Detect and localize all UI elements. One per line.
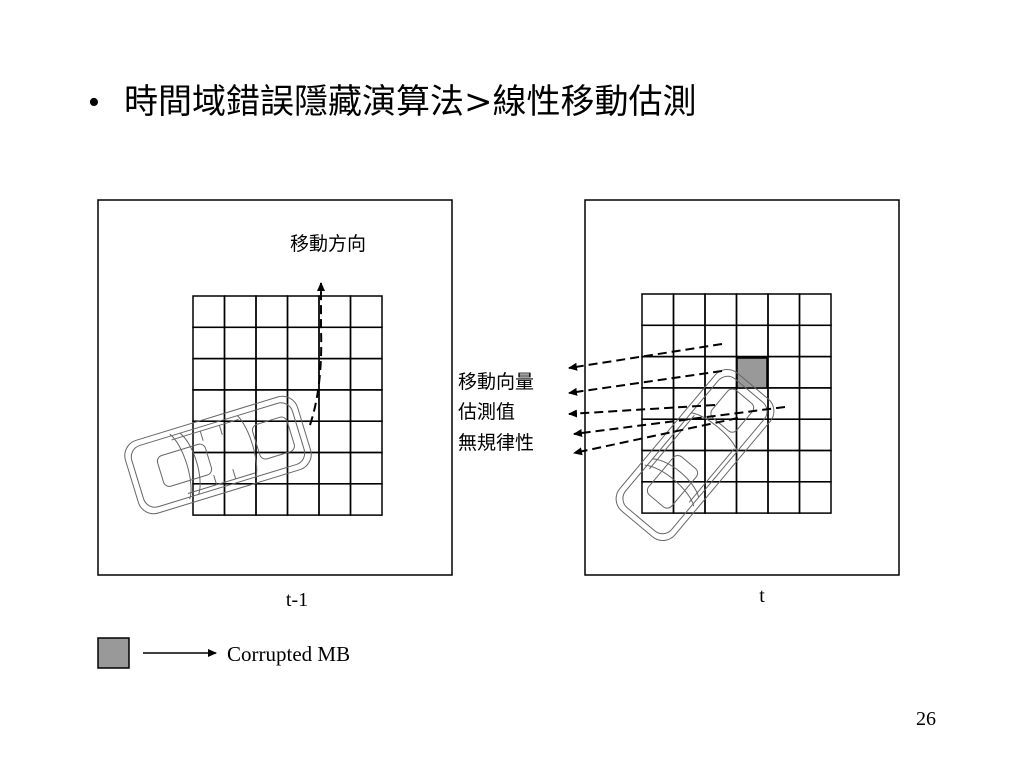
macroblock-cell [798, 449, 832, 483]
macroblock-cell [255, 326, 289, 360]
macroblock-cell [223, 483, 257, 516]
macroblock-cell [223, 326, 257, 360]
legend: Corrupted MB [97, 637, 350, 669]
macroblock-cell [767, 293, 801, 327]
frame-caption-right: t [759, 585, 765, 607]
macroblock-cell [286, 326, 320, 360]
macroblock-cell [349, 389, 383, 422]
macroblock-cell [735, 418, 769, 452]
macroblock-cell [286, 295, 320, 329]
macroblock-cell [192, 295, 226, 329]
macroblock-cell [349, 451, 383, 485]
bullet-marker: • [88, 84, 100, 121]
motion-label-line-3: 無規律性 [458, 432, 534, 454]
macroblock-cell [223, 357, 257, 391]
macroblock-cell [192, 483, 226, 516]
macroblock-cell [349, 295, 383, 329]
macroblock-cell [641, 387, 675, 420]
car-icon-right [615, 368, 775, 542]
motion-vector-arrow-4 [573, 406, 786, 437]
corrupted-macroblock [736, 357, 768, 389]
macroblock-cell [641, 293, 675, 327]
macroblock-cell [767, 418, 801, 452]
macroblock-grid-left [192, 295, 383, 516]
motion-label-line-2: 估測值 [458, 401, 515, 423]
macroblock-cell [704, 481, 738, 514]
macroblock-cell [672, 293, 706, 327]
macroblock-cell [223, 295, 257, 329]
macroblock-cell [767, 324, 801, 358]
macroblock-cell [349, 420, 383, 454]
car-icon-left [124, 395, 312, 515]
macroblock-cell [318, 389, 352, 422]
macroblock-cell [767, 387, 801, 420]
macroblock-cell [641, 355, 675, 389]
macroblock-cell [318, 483, 352, 516]
macroblock-cell [192, 389, 226, 422]
page-number: 26 [916, 708, 936, 730]
macroblock-cell [192, 451, 226, 485]
macroblock-grid-right [641, 293, 832, 514]
macroblock-cell [286, 357, 320, 391]
macroblock-cell [641, 324, 675, 358]
title-text: 時間域錯誤隱藏演算法>線性移動估測 [124, 82, 697, 122]
legend-label: Corrupted MB [227, 642, 350, 666]
macroblock-cell [735, 324, 769, 358]
macroblock-cell [255, 295, 289, 329]
macroblock-cell [318, 451, 352, 485]
frame-t-minus-1: 移動方向 t-1 [97, 199, 453, 611]
direction-label: 移動方向 [290, 233, 366, 255]
macroblock-cell [255, 420, 289, 454]
macroblock-cell [672, 355, 706, 389]
macroblock-cell [349, 357, 383, 391]
motion-label-line-1: 移動向量 [458, 371, 534, 393]
macroblock-cell [223, 451, 257, 485]
macroblock-cell [735, 481, 769, 514]
macroblock-cell [798, 355, 832, 389]
macroblock-cell [767, 449, 801, 483]
frame-border [584, 199, 900, 576]
legend-swatch [97, 637, 130, 669]
macroblock-cell [704, 449, 738, 483]
macroblock-cell [318, 326, 352, 360]
macroblock-cell [798, 481, 832, 514]
macroblock-cell [767, 355, 801, 389]
macroblock-cell [318, 357, 352, 391]
macroblock-cell [349, 326, 383, 360]
frame-t: t [584, 199, 900, 607]
macroblock-cell [223, 420, 257, 454]
motion-vector-label: 移動向量 估測值 無規律性 [458, 371, 534, 454]
macroblock-cell [704, 355, 738, 389]
macroblock-cell [798, 387, 832, 420]
macroblock-cell [735, 293, 769, 327]
macroblock-cell [318, 295, 352, 329]
motion-vector-arrow-1 [568, 343, 723, 371]
macroblock-cell [672, 324, 706, 358]
macroblock-cell [704, 324, 738, 358]
macroblock-cell [255, 483, 289, 516]
macroblock-cell [704, 293, 738, 327]
motion-vector-arrow-3 [568, 404, 716, 418]
macroblock-cell [192, 357, 226, 391]
frame-border [97, 199, 453, 576]
macroblock-cell [798, 324, 832, 358]
macroblock-cell [798, 293, 832, 327]
macroblock-cell [798, 418, 832, 452]
frame-caption-left: t-1 [286, 589, 308, 611]
motion-vector-arrows [568, 343, 786, 456]
slide-title: • 時間域錯誤隱藏演算法>線性移動估測 [88, 80, 697, 125]
macroblock-cell [349, 483, 383, 516]
macroblock-cell [192, 326, 226, 360]
macroblock-cell [318, 420, 352, 454]
macroblock-cell [286, 483, 320, 516]
macroblock-cell [767, 481, 801, 514]
motion-vector-arrow-2 [568, 370, 723, 396]
macroblock-cell [255, 357, 289, 391]
